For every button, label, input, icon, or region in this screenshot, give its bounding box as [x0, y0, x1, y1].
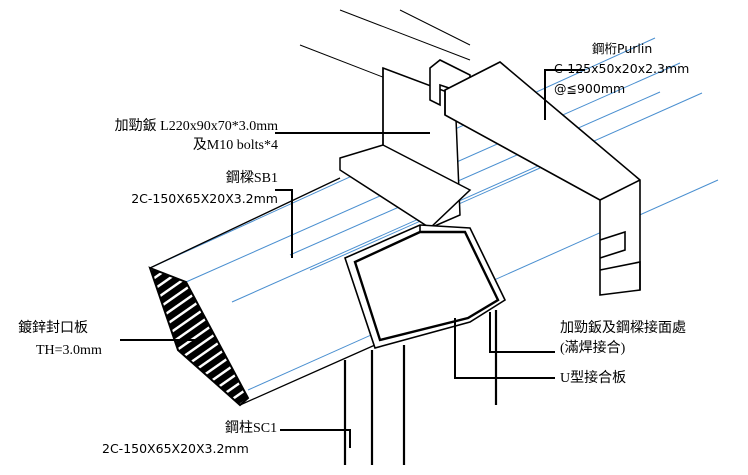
- weld-location-label: 加勁鈑及鋼樑接面處: [560, 321, 686, 336]
- purlin-name-label: 鋼桁Purlin: [592, 41, 653, 56]
- galvanized-end-plate: [148, 266, 250, 407]
- beam-name-label: 鋼樑SB1: [225, 171, 278, 186]
- steel-column-sc1: [343, 310, 498, 465]
- beam-spec-label: 2C-150X65X20X3.2mm: [131, 191, 278, 206]
- steel-beam-sb1: [149, 177, 376, 406]
- end-plate-thickness-label: TH=3.0mm: [36, 343, 102, 358]
- purlin-c-section: [429, 59, 641, 296]
- stiffener-spec-label: 加勁鈑 L220x90x70*3.0mm: [114, 119, 278, 134]
- end-plate-name-label: 鍍鋅封口板: [18, 321, 88, 336]
- purlin-spec-label: C-125x50x20x2.3mm: [554, 61, 690, 76]
- purlin-spacing-label: @≦900mm: [554, 81, 626, 96]
- column-spec-label: 2C-150X65X20X3.2mm: [102, 441, 249, 456]
- u-connection-plate: [344, 224, 507, 349]
- u-plate-label: U型接合板: [560, 371, 627, 386]
- leader-lines: [120, 69, 585, 448]
- column-name-label: 鋼柱SC1: [225, 421, 278, 436]
- weld-type-label: (滿焊接合): [560, 341, 626, 356]
- stiffener-bolts-label: 及M10 bolts*4: [192, 138, 278, 153]
- stiffener-plate: [339, 66, 472, 229]
